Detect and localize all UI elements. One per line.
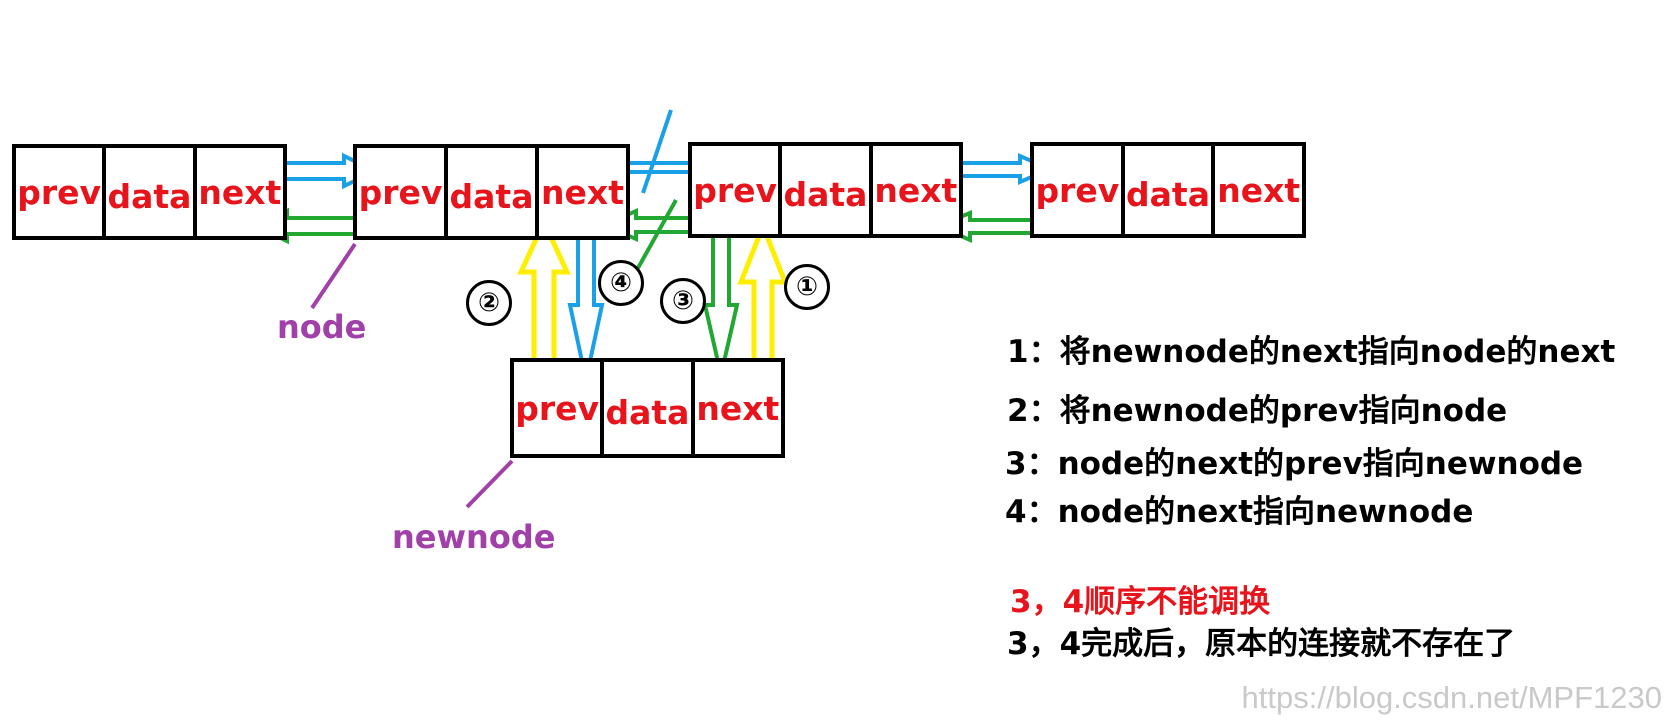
list-node-2: prev data next [353, 144, 630, 240]
arrow-step4-blue-down [567, 227, 605, 381]
newnode-label: newnode [392, 518, 556, 556]
newnode-pointer-line [465, 459, 514, 509]
newnode-prev-cell: prev [515, 388, 600, 428]
connection-remark: 3，4完成后，原本的连接就不存在了 [1007, 626, 1516, 662]
node-3-data-cell: data [778, 146, 868, 234]
note-step-2: 2：将newnode的prev指向node [1007, 393, 1508, 429]
step-4-marker: ④ [598, 260, 644, 306]
node-3-prev-cell: prev [693, 170, 778, 210]
node-2-next-cell: next [535, 148, 626, 236]
list-node-1: prev data next [12, 144, 287, 240]
node-4-next-cell: next [1211, 146, 1302, 234]
node-4-data-cell: data [1120, 146, 1212, 234]
node-1-prev-cell: prev [17, 172, 102, 212]
note-step-1: 1：将newnode的next指向node的next [1007, 334, 1616, 370]
step-3-marker: ③ [660, 278, 706, 324]
node-2-prev-cell: prev [358, 172, 443, 212]
source-watermark: https://blog.csdn.net/MPF1230 [1241, 680, 1662, 715]
newnode-next-cell: next [690, 362, 781, 454]
list-node-4: prev data next [1030, 142, 1306, 238]
list-node-3: prev data next [688, 142, 963, 238]
step-2-marker: ② [466, 280, 512, 326]
order-warning: 3，4顺序不能调换 [1010, 584, 1271, 620]
new-node-box: prev data next [510, 358, 785, 458]
note-step-3: 3：node的next的prev指向newnode [1005, 446, 1584, 482]
note-step-4: 4：node的next指向newnode [1005, 494, 1474, 530]
step-1-marker: ① [784, 264, 830, 310]
node-4-prev-cell: prev [1035, 170, 1120, 210]
newnode-data-cell: data [600, 362, 690, 454]
arrow-step3-green-down [702, 230, 740, 376]
node-label: node [277, 308, 367, 346]
node-pointer-line [310, 242, 357, 310]
node-1-next-cell: next [192, 148, 283, 236]
node-1-data-cell: data [102, 148, 192, 236]
cut-mark-next [641, 109, 673, 194]
node-3-next-cell: next [868, 146, 959, 234]
node-2-data-cell: data [444, 148, 535, 236]
cut-mark-prev [636, 199, 678, 269]
